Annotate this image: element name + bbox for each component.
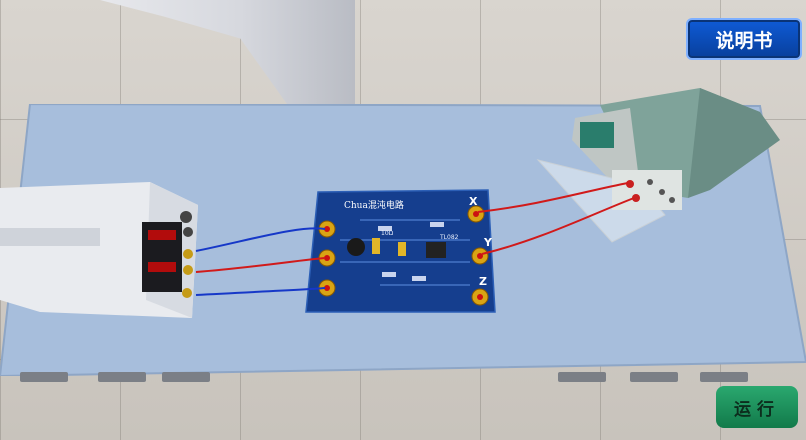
- board-title: Chua混沌电路: [344, 201, 404, 211]
- terminal-label-z: Z: [479, 275, 487, 288]
- table-leg: [20, 372, 68, 382]
- oscilloscope[interactable]: [536, 88, 780, 243]
- table-leg: [700, 372, 748, 382]
- table-leg: [162, 372, 210, 382]
- opamp-label: TL082: [440, 234, 459, 241]
- run-button[interactable]: 运行: [716, 386, 798, 428]
- terminal-label-y: Y: [484, 236, 492, 249]
- table-leg: [558, 372, 606, 382]
- chua-circuit-board[interactable]: [305, 189, 496, 313]
- wires: [195, 182, 635, 296]
- table-leg: [98, 372, 146, 382]
- power-supply[interactable]: [0, 182, 198, 318]
- resistor-label: 10Ω: [381, 230, 394, 237]
- terminal-label-x: X: [469, 195, 478, 208]
- table-leg: [630, 372, 678, 382]
- manual-button[interactable]: 说明书: [686, 18, 802, 60]
